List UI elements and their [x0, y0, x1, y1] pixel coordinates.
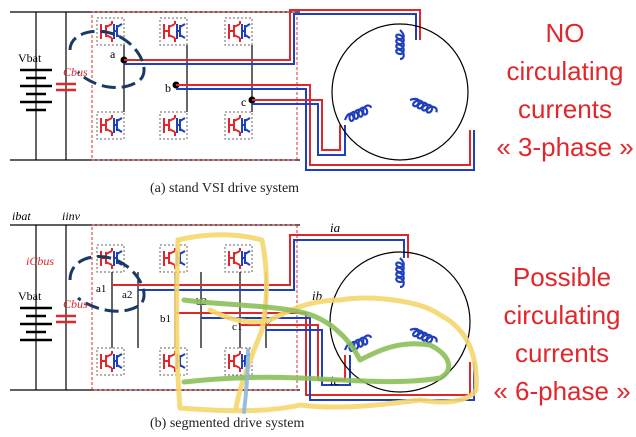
vbat-label: Vbat [18, 51, 42, 65]
cbus-label: Cbus [63, 65, 88, 79]
iinv-label: iinv [62, 209, 81, 223]
ia-label: ia [330, 220, 341, 235]
motor-circle [331, 23, 469, 161]
battery-symbol [20, 68, 52, 112]
node-b-label: b [165, 81, 171, 95]
note-top-line-3: currents [518, 94, 612, 124]
circulating-current-annotations [174, 232, 479, 414]
note-top-line-4: « 3-phase » [496, 132, 634, 162]
node-a2-label: a2 [122, 289, 132, 301]
note-top-line-1: NO [545, 18, 585, 48]
ib-label: ib [312, 288, 323, 303]
bottom-diagram: ibat iinv iCbus Vbat Cbus a1 a2 b1 b2 c1… [10, 209, 479, 431]
node-a1-label: a1 [96, 283, 106, 295]
top-diagram: Vbat Cbus a b c (a) stand VSI drive syst… [10, 9, 475, 196]
caption-bottom: (b) segmented drive system [150, 416, 304, 431]
note-bottom-line-4: « 6-phase » [493, 376, 631, 406]
node-c1-label: c1 [232, 321, 242, 333]
cbus-label-bottom: Cbus [63, 297, 88, 311]
icbus-label: iCbus [26, 254, 54, 268]
note-bottom-line-3: currents [515, 338, 609, 368]
node-b1-label: b1 [160, 313, 171, 325]
note-no-circulating: NO circulating currents « 3-phase » [496, 14, 634, 166]
caption-top: (a) stand VSI drive system [150, 181, 299, 196]
node-c-label: c [241, 95, 246, 109]
node-a-label: a [110, 47, 116, 61]
note-possible-circulating: Possible circulating currents « 6-phase … [490, 258, 634, 410]
note-bottom-line-1: Possible [512, 262, 612, 292]
vbat-label-bottom: Vbat [18, 289, 42, 303]
ibat-label: ibat [12, 209, 31, 223]
note-bottom-line-2: circulating [503, 300, 621, 330]
note-top-line-2: circulating [506, 56, 624, 86]
